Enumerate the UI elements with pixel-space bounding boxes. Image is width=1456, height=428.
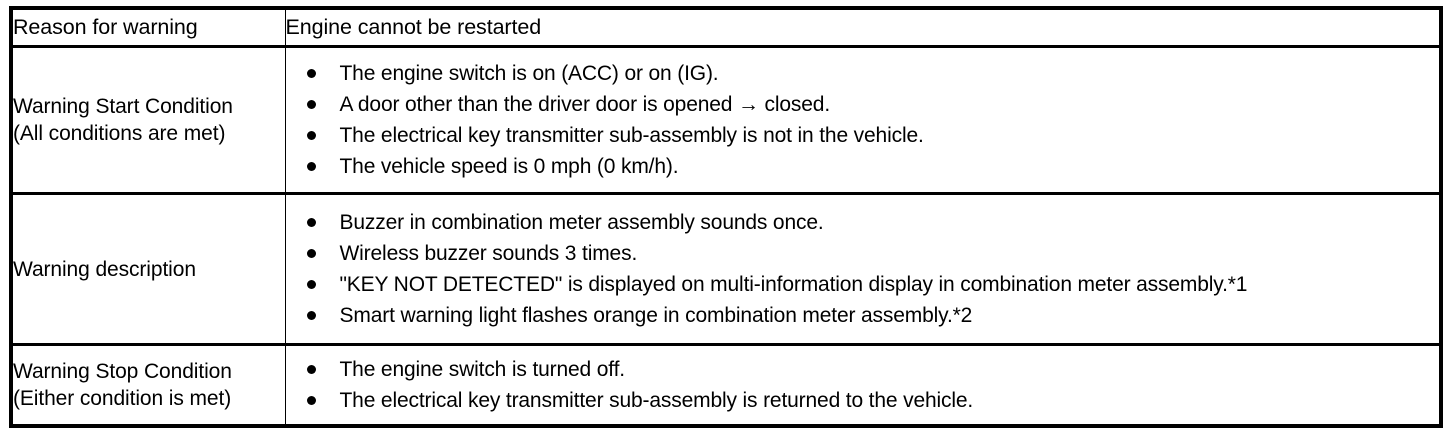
row-content-warning-stop-condition: The engine switch is turned off. The ele…: [284, 343, 1442, 427]
list-item-text: "KEY NOT DETECTED" is displayed on multi…: [339, 273, 1248, 296]
list-item-text: Wireless buzzer sounds 3 times.: [339, 242, 638, 265]
bullet-dot-icon: [306, 131, 316, 140]
warning-conditions-table: Reason for warning Engine cannot be rest…: [9, 6, 1443, 428]
row-content-warning-description: Buzzer in combination meter assembly sou…: [284, 192, 1442, 345]
list-item-text: The engine switch is on (ACC) or on (IG)…: [339, 62, 719, 85]
list-item-text: Buzzer in combination meter assembly sou…: [339, 211, 824, 234]
bullet-dot-icon: [306, 280, 316, 289]
bullet-dot-icon: [306, 365, 316, 374]
list-item: Smart warning light flashes orange in co…: [286, 300, 1440, 331]
bullet-list: The engine switch is turned off. The ele…: [286, 354, 1440, 416]
bullet-dot-icon: [306, 249, 316, 258]
list-item: "KEY NOT DETECTED" is displayed on multi…: [286, 269, 1440, 300]
bullet-dot-icon: [306, 311, 316, 320]
table-row: Warning Stop Condition (Either condition…: [10, 343, 1442, 427]
table-row: Warning description Buzzer in combinatio…: [10, 192, 1442, 345]
table-header-row: Reason for warning Engine cannot be rest…: [10, 7, 1442, 47]
bullet-dot-icon: [306, 396, 316, 405]
bullet-dot-icon: [306, 162, 316, 171]
table-row: Warning Start Condition (All conditions …: [10, 45, 1442, 194]
row-label-warning-stop-condition: Warning Stop Condition (Either condition…: [10, 343, 286, 427]
bullet-dot-icon: [306, 69, 316, 78]
list-item-text: A door other than the driver door is ope…: [339, 93, 831, 116]
list-item: The electrical key transmitter sub-assem…: [286, 120, 1440, 151]
document-page: Reason for warning Engine cannot be rest…: [9, 6, 1443, 428]
list-item-text: The engine switch is turned off.: [339, 358, 626, 381]
list-item: A door other than the driver door is ope…: [286, 89, 1440, 120]
list-item-text: The electrical key transmitter sub-assem…: [339, 389, 974, 412]
list-item-text: The vehicle speed is 0 mph (0 km/h).: [339, 155, 679, 178]
bullet-list: Buzzer in combination meter assembly sou…: [286, 207, 1440, 331]
list-item: The electrical key transmitter sub-assem…: [286, 385, 1440, 416]
bullet-dot-icon: [306, 100, 316, 109]
list-item: The engine switch is turned off.: [286, 354, 1440, 385]
header-value-cell: Engine cannot be restarted: [284, 7, 1442, 47]
row-label-warning-description: Warning description: [10, 192, 286, 345]
list-item: Buzzer in combination meter assembly sou…: [286, 207, 1440, 238]
list-item-text: Smart warning light flashes orange in co…: [339, 304, 973, 327]
row-label-warning-start-condition: Warning Start Condition (All conditions …: [10, 45, 286, 194]
list-item: Wireless buzzer sounds 3 times.: [286, 238, 1440, 269]
header-label-cell: Reason for warning: [10, 7, 286, 47]
bullet-dot-icon: [306, 218, 316, 227]
list-item: The engine switch is on (ACC) or on (IG)…: [286, 58, 1440, 89]
list-item-text: The electrical key transmitter sub-assem…: [339, 124, 924, 147]
bullet-list: The engine switch is on (ACC) or on (IG)…: [286, 58, 1440, 182]
list-item: The vehicle speed is 0 mph (0 km/h).: [286, 151, 1440, 182]
row-content-warning-start-condition: The engine switch is on (ACC) or on (IG)…: [284, 45, 1442, 194]
